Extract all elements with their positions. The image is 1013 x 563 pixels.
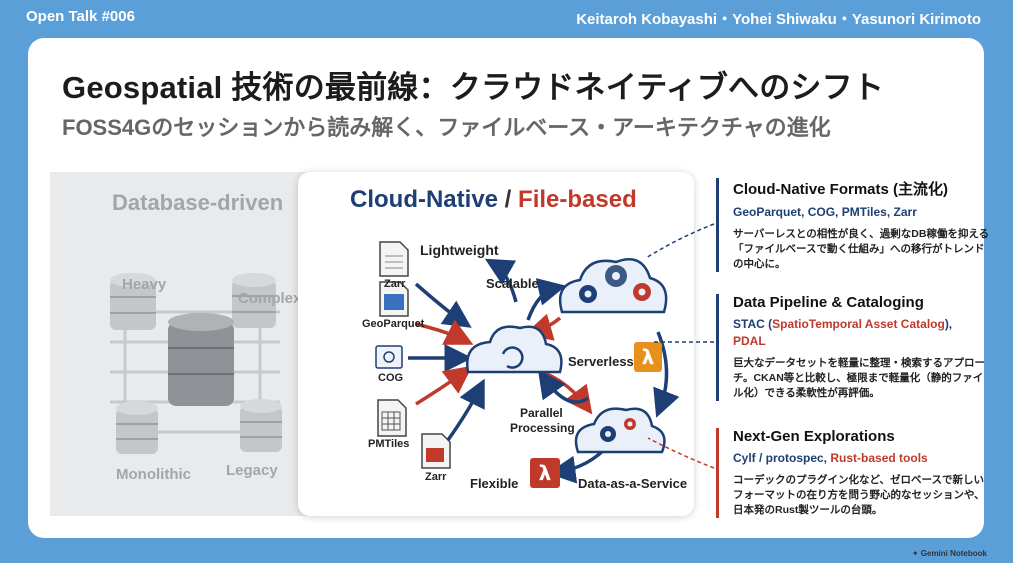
database-driven-heading: Database-driven	[112, 190, 284, 215]
cloud-native-title-part2: File-based	[518, 186, 637, 213]
cloud-native-title: Cloud-Native / File-based	[350, 186, 637, 214]
lambda-orange-icon	[634, 342, 662, 372]
pipeline-description: 巨大なデータセットを軽量に整理・検索するアプローチ。CKAN等と比較し、極限まで…	[733, 357, 985, 399]
formats-keywords: GeoParquet, COG, PMTiles, Zarr	[733, 204, 993, 221]
lightweight-label: Lightweight	[420, 242, 499, 258]
formats-heading: Cloud-Native Formats (主流化)	[733, 181, 949, 198]
kw-geoparquet: GeoParquet	[733, 205, 802, 219]
zarr-file-icon	[379, 241, 409, 277]
kw-sep: ),	[944, 317, 953, 331]
zarr-file-label: Zarr	[384, 278, 406, 290]
lambda-red-symbol: λ	[539, 461, 552, 485]
lambda-red-icon	[530, 458, 560, 488]
kw-stac-full: SpatioTemporal Asset Catalog	[772, 317, 945, 331]
geoparquet-file-label: GeoParquet	[362, 318, 425, 330]
slide-title: Geospatial 技術の最前線：クラウドネイティブへのシフト	[62, 70, 885, 105]
episode-label: Open Talk #006	[26, 8, 135, 25]
processing-label: Processing	[510, 421, 575, 435]
legacy-label: Legacy	[226, 462, 278, 479]
kw-zarr: Zarr	[893, 205, 917, 219]
bottom-cloud-gears-icon	[574, 407, 666, 454]
serverless-label: Serverless	[568, 354, 634, 369]
monolithic-label: Monolithic	[116, 466, 191, 483]
nextgen-description: コーデックのプラグイン化など、ゼロベースで新しいフォーマットの在り方を問う野心的…	[733, 474, 985, 516]
kw-sep: ,	[801, 205, 808, 219]
slide-subtitle: FOSS4Gのセッションから読み解く、ファイルベース・アーキテクチャの進化	[62, 115, 831, 140]
kw-sep: ,	[835, 205, 842, 219]
kw-rust: Rust-based tools	[830, 451, 928, 465]
kw-pdal: PDAL	[733, 334, 766, 348]
pipeline-heading: Data Pipeline & Cataloging	[733, 294, 924, 311]
top-cloud-gears-icon	[558, 258, 668, 314]
badge-text: Gemini Notebook	[920, 549, 987, 558]
kw-cog: COG	[807, 205, 836, 219]
section-pipeline: Data Pipeline & Cataloging STAC (SpatioT…	[716, 294, 993, 401]
cloud-native-panel: Cloud-Native / File-based	[298, 172, 694, 516]
flexible-label: Flexible	[470, 476, 519, 491]
kw-pmtiles: PMTiles	[841, 205, 887, 219]
pmtiles-file-icon	[377, 399, 407, 437]
speakers-label: Keitaroh Kobayashi・Yohei Shiwaku・Yasunor…	[576, 11, 981, 28]
nextgen-keywords: Cylf / protospec, Rust-based tools	[733, 450, 993, 467]
pipeline-keywords: STAC (SpatioTemporal Asset Catalog), PDAL	[733, 316, 993, 350]
zarr-red-file-icon	[421, 433, 451, 469]
dashed-connectors	[645, 223, 715, 469]
sparkle-icon: ✦	[911, 549, 919, 558]
geoparquet-file-icon	[379, 281, 409, 317]
scalable-label: Scalable	[486, 276, 539, 291]
complex-label: Complex	[238, 290, 302, 307]
database-cluster-illustration	[110, 273, 282, 454]
nextgen-heading: Next-Gen Explorations	[733, 428, 895, 445]
slide-card: Geospatial 技術の最前線：クラウドネイティブへのシフト FOSS4Gの…	[28, 38, 989, 538]
cog-file-label: COG	[378, 372, 404, 384]
cloud-native-illustration: λ λ	[375, 241, 680, 488]
pmtiles-file-label: PMTiles	[368, 438, 410, 450]
heavy-label: Heavy	[122, 276, 167, 293]
parallel-label: Parallel	[520, 406, 563, 420]
center-cloud-icon	[466, 325, 563, 374]
section-nextgen: Next-Gen Explorations Cylf / protospec, …	[716, 428, 993, 518]
gemini-notebook-badge: ✦ Gemini Notebook	[912, 549, 987, 558]
zarr-red-file-label: Zarr	[425, 471, 447, 483]
section-formats: Cloud-Native Formats (主流化) GeoParquet, C…	[716, 178, 993, 272]
title-separator: /	[498, 186, 519, 213]
cloud-native-title-part1: Cloud-Native	[350, 186, 499, 213]
top-bar: Open Talk #006 Keitaroh Kobayashi・Yohei …	[0, 0, 1013, 34]
kw-stac: STAC (	[733, 317, 773, 331]
lambda-orange-symbol: λ	[642, 345, 655, 369]
kw-sep: ,	[886, 205, 894, 219]
kw-cylf: Cylf / protospec,	[733, 451, 831, 465]
formats-description: サーバーレスとの相性が良く、過剰なDB稼働を抑える「ファイルベースで動く仕組み」…	[733, 228, 990, 270]
cog-file-icon	[375, 345, 403, 369]
data-as-a-service-label: Data-as-a-Service	[578, 476, 688, 491]
